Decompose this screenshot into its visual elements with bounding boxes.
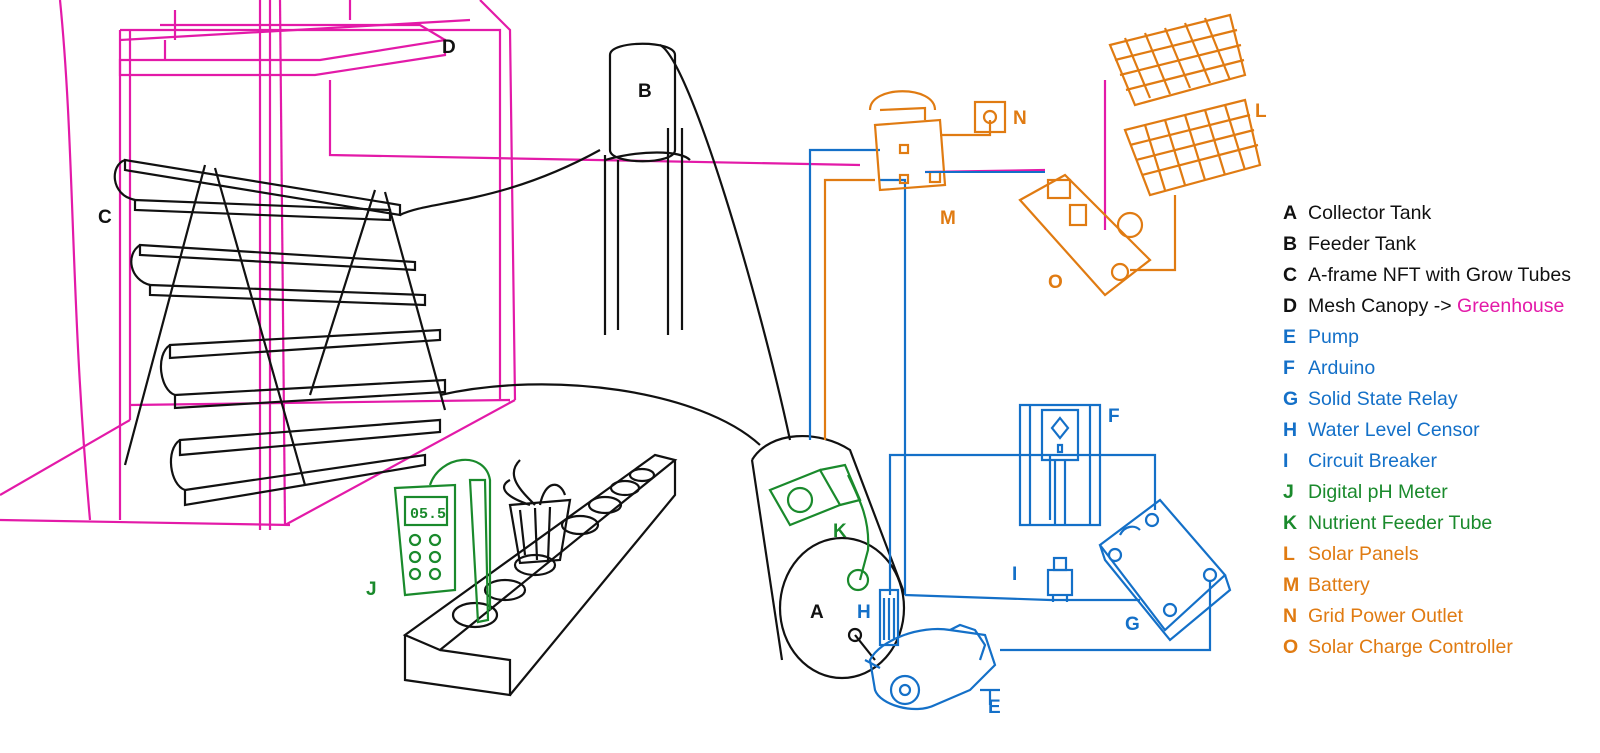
- pump: [808, 148, 1212, 710]
- legend-text: Battery: [1308, 574, 1370, 596]
- label-h: H: [857, 602, 871, 623]
- label-c: C: [98, 207, 112, 228]
- legend-letter: N: [1283, 605, 1298, 627]
- legend-item-g: G Solid State Relay: [1283, 384, 1598, 415]
- legend-letter: C: [1283, 264, 1298, 286]
- legend-item-c: C A-frame NFT with Grow Tubes: [1283, 260, 1598, 291]
- legend-text: Digital pH Meter: [1308, 481, 1448, 503]
- legend-letter: J: [1283, 481, 1294, 503]
- legend-letter: F: [1283, 357, 1295, 379]
- solid-state-relay: [1098, 498, 1232, 642]
- legend: A Collector Tank B Feeder Tank C A-frame NF…: [1283, 198, 1598, 663]
- legend-item-a: A Collector Tank: [1283, 198, 1598, 229]
- legend-item-i: I Circuit Breaker: [1283, 446, 1598, 477]
- legend-letter: O: [1283, 636, 1299, 658]
- power-components: [823, 13, 1262, 440]
- grow-tray: [402, 453, 678, 697]
- legend-text: A-frame NFT with Grow Tubes: [1308, 264, 1571, 286]
- label-j: J: [366, 579, 377, 600]
- legend-item-j: J Digital pH Meter: [1283, 477, 1598, 508]
- ph-display-readout: 05.5: [410, 506, 446, 523]
- label-e: E: [988, 697, 1001, 718]
- legend-letter: E: [1283, 326, 1297, 348]
- legend-letter: M: [1283, 574, 1300, 596]
- circuit-breaker: [1046, 556, 1074, 602]
- aframe-nft: [113, 44, 792, 507]
- legend-text: Feeder Tank: [1308, 233, 1417, 255]
- collector-tank: [750, 435, 907, 680]
- label-m: M: [940, 208, 956, 229]
- legend-letter: K: [1283, 512, 1298, 534]
- legend-text: Water Level Censor: [1308, 419, 1480, 441]
- legend-item-e: E Pump: [1283, 322, 1598, 353]
- legend-item-f: F Arduino: [1283, 353, 1598, 384]
- legend-letter: D: [1283, 295, 1298, 317]
- legend-text: Nutrient Feeder Tube: [1308, 512, 1493, 534]
- label-l: L: [1255, 101, 1267, 122]
- legend-item-n: N Grid Power Outlet: [1283, 601, 1598, 632]
- legend-letter: A: [1283, 202, 1298, 224]
- label-a: A: [810, 602, 824, 623]
- label-g: G: [1125, 614, 1140, 635]
- legend-item-b: B Feeder Tank: [1283, 229, 1598, 260]
- legend-letter: H: [1283, 419, 1298, 441]
- legend-text: Mesh Canopy ->: [1308, 295, 1452, 317]
- label-f: F: [1108, 406, 1120, 427]
- ph-meter: [393, 458, 870, 624]
- label-o: O: [1048, 272, 1063, 293]
- feeder-tank: [603, 42, 691, 335]
- legend-text-suffix: Greenhouse: [1457, 295, 1565, 317]
- legend-letter: G: [1283, 388, 1299, 410]
- legend-text: Solid State Relay: [1308, 388, 1458, 410]
- label-i: I: [1012, 564, 1017, 585]
- legend-item-k: K Nutrient Feeder Tube: [1283, 508, 1598, 539]
- legend-item-m: M Battery: [1283, 570, 1598, 601]
- legend-letter: B: [1283, 233, 1298, 255]
- legend-item-h: H Water Level Censor: [1283, 415, 1598, 446]
- legend-text: Solar Panels: [1308, 543, 1419, 565]
- label-d: D: [442, 37, 456, 58]
- legend-text: Circuit Breaker: [1308, 450, 1437, 472]
- legend-item-o: O Solar Charge Controller: [1283, 632, 1598, 663]
- legend-item-l: L Solar Panels: [1283, 539, 1598, 570]
- legend-item-d: D Mesh Canopy -> Greenhouse: [1283, 291, 1598, 322]
- legend-text: Pump: [1308, 326, 1359, 348]
- label-b: B: [638, 81, 652, 102]
- legend-text: Arduino: [1308, 357, 1376, 379]
- legend-text: Collector Tank: [1308, 202, 1432, 224]
- legend-letter: I: [1283, 450, 1289, 472]
- label-n: N: [1013, 108, 1027, 129]
- legend-text: Grid Power Outlet: [1308, 605, 1463, 627]
- legend-letter: L: [1283, 543, 1295, 565]
- label-k: K: [833, 521, 847, 542]
- arduino: [1018, 403, 1102, 527]
- greenhouse-frame: [0, 0, 1107, 530]
- legend-text: Solar Charge Controller: [1308, 636, 1513, 658]
